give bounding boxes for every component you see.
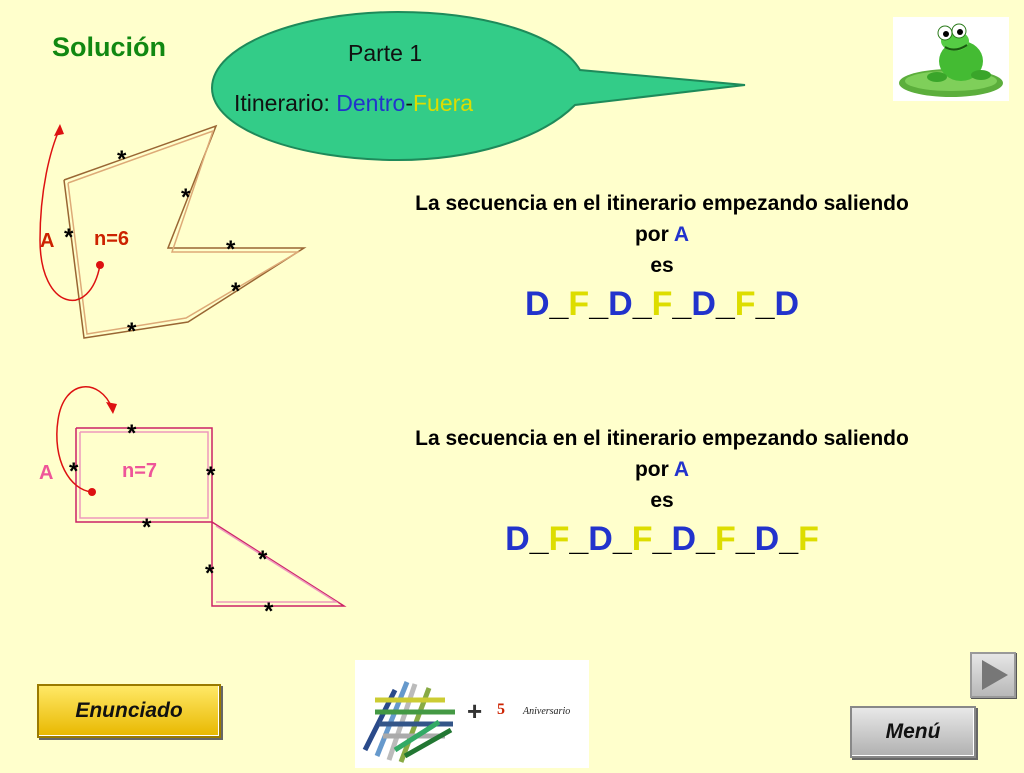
figure1-star: * <box>226 236 236 263</box>
sequence1-result: D_F_D_F_D_F_D <box>342 283 982 325</box>
figure2-star: * <box>264 598 274 625</box>
menu-button[interactable]: Menú <box>850 706 976 758</box>
itinerary-in: Dentro <box>336 90 406 116</box>
bubble-itinerary: Itinerario: Dentro-Fuera <box>234 90 473 117</box>
sequence-token: F <box>651 285 673 323</box>
figure1-star: * <box>64 224 74 251</box>
sequence-token: _ <box>549 285 569 323</box>
frog-icon <box>893 17 1009 101</box>
play-arrow-icon <box>982 660 1008 690</box>
sequence2-line2: por A <box>634 458 690 481</box>
figure2-star: * <box>206 462 216 489</box>
anniversary-logo: + 5 Aniversario <box>355 660 589 768</box>
svg-text:+: + <box>467 696 482 726</box>
sequence-token: _ <box>755 285 775 323</box>
sequence1-block: La secuencia en el itinerario empezando … <box>342 188 982 325</box>
figure2-point-label: A <box>39 462 54 484</box>
itinerary-sep: - <box>405 90 413 116</box>
figure2-star: * <box>69 458 79 485</box>
sequence2-point: A <box>673 458 690 481</box>
figure1-star: * <box>181 184 191 211</box>
sequence-token: F <box>714 520 736 558</box>
anniversary-number: 5 <box>497 701 505 718</box>
sequence-token: D <box>691 285 716 323</box>
sequence-token: _ <box>612 520 632 558</box>
figure1-n-label: n=6 <box>94 228 130 250</box>
sequence-token: D <box>671 520 697 558</box>
sequence2-block: La secuencia en el itinerario empezando … <box>342 423 982 560</box>
sequence-token: D <box>754 520 780 558</box>
anniversary-text: Aniversario <box>522 706 570 717</box>
sequence-token: F <box>798 520 819 558</box>
sequence-token: _ <box>589 285 609 323</box>
figure1-star: * <box>117 146 127 173</box>
sequence2-result: D_F_D_F_D_F_D_F <box>342 518 982 560</box>
sequence-token: F <box>631 520 653 558</box>
enunciado-button[interactable]: Enunciado <box>37 684 221 738</box>
figure2-n-label: n=7 <box>122 460 158 482</box>
figure2-star: * <box>205 560 215 587</box>
sequence1-point: A <box>673 223 690 246</box>
sequence-token: _ <box>715 285 735 323</box>
figure2-star: * <box>142 514 152 541</box>
sequence2-line1: La secuencia en el itinerario empezando … <box>415 427 909 450</box>
sequence-token: _ <box>529 520 549 558</box>
sequence1-line2: por A <box>634 223 690 246</box>
sequence-token: _ <box>672 285 692 323</box>
sequence-token: D <box>524 285 550 323</box>
sequence-token: D <box>774 285 800 323</box>
figure2-diagram <box>56 386 347 607</box>
sequence-token: F <box>734 285 756 323</box>
sequence-token: _ <box>632 285 652 323</box>
figure1-star: * <box>231 278 241 305</box>
page-title: Solución <box>52 32 166 62</box>
figure1-point-label: A <box>40 230 55 252</box>
figure2-star: * <box>258 546 268 573</box>
sequence1-line1: La secuencia en el itinerario empezando … <box>415 192 909 215</box>
sequence-token: F <box>548 520 570 558</box>
sequence-token: _ <box>696 520 715 558</box>
itinerary-label: Itinerario: <box>234 90 330 116</box>
sequence2-line3: es <box>650 489 674 512</box>
sequence-token: _ <box>652 520 672 558</box>
figure2-star: * <box>127 420 137 447</box>
next-button[interactable] <box>970 652 1016 698</box>
itinerary-out: Fuera <box>412 90 474 116</box>
sequence1-line3: es <box>650 254 674 277</box>
bubble-part: Parte 1 <box>348 40 423 66</box>
sequence-token: D <box>588 520 613 558</box>
sequence-token: D <box>608 285 633 323</box>
sequence-token: _ <box>779 520 799 558</box>
figure1-star: * <box>127 318 137 345</box>
sequence-token: D <box>505 520 530 558</box>
figure1-diagram <box>39 124 307 339</box>
sequence-token: F <box>568 285 590 323</box>
sequence-token: _ <box>735 520 755 558</box>
sequence-token: _ <box>569 520 589 558</box>
